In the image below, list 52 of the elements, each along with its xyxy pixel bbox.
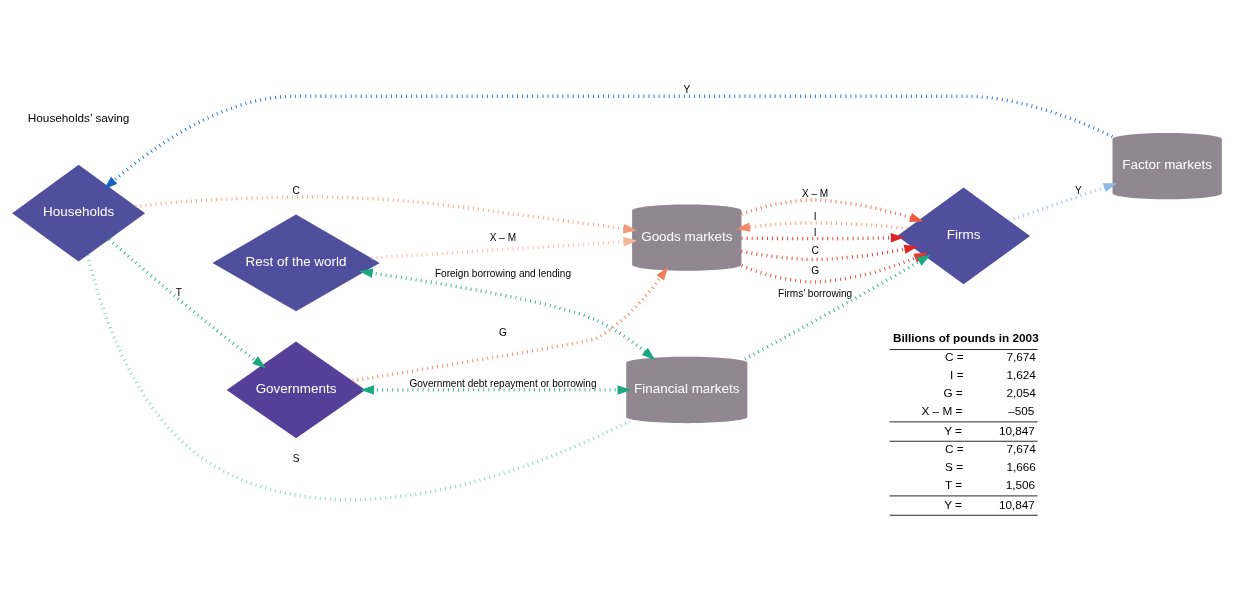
edge-label: Y [683, 83, 691, 95]
label: 1,624 [1006, 367, 1036, 381]
label: 10,847 [998, 423, 1035, 437]
label: C = [945, 349, 964, 363]
label: Y = [944, 423, 963, 437]
label: 1,666 [1006, 459, 1036, 473]
arrow [740, 197, 924, 222]
label: –505 [1008, 403, 1035, 417]
edge-label: I [813, 226, 817, 238]
node-diamond: Households [12, 164, 146, 262]
label: Households’ saving [27, 110, 130, 124]
arrow [736, 220, 908, 232]
edge-label: X – M [489, 231, 517, 243]
label: Billions of pounds in 2003 [892, 330, 1039, 344]
connector [86, 254, 631, 501]
edge-label: X – M [801, 187, 829, 199]
label: T = [945, 477, 963, 491]
edge-label: G [811, 264, 820, 276]
label: 1,506 [1005, 477, 1036, 491]
edge-label: I [813, 210, 817, 222]
label: G = [943, 385, 963, 399]
arrow [359, 268, 656, 360]
label: C = [945, 441, 964, 455]
edge-label: T [175, 286, 182, 298]
edge-label: Foreign borrowing and lending [434, 267, 572, 279]
arrow [135, 194, 637, 233]
arrow [744, 254, 931, 360]
label: 2,054 [1006, 385, 1036, 399]
arrow [741, 252, 928, 284]
arrow [1008, 182, 1117, 222]
edge-label: S [292, 452, 300, 464]
arrow [104, 94, 1114, 189]
label: Y = [944, 497, 963, 511]
edge-label: Y [1075, 184, 1082, 196]
label: X – M = [921, 403, 963, 417]
edge-label: G [499, 326, 507, 338]
edge-label: C [811, 244, 819, 256]
label: 7,674 [1006, 441, 1036, 455]
edge-label: Government debt repayment or borrowing [409, 377, 597, 389]
label: 7,674 [1006, 349, 1036, 363]
label: S = [945, 459, 964, 473]
arrow [741, 244, 918, 261]
edge-label: Firms’ borrowing [778, 287, 853, 299]
arrow [371, 236, 638, 260]
edge-label: C [292, 184, 300, 196]
node-diamond: Governments [226, 341, 366, 438]
label: 10,847 [998, 497, 1035, 511]
arrow [352, 266, 669, 382]
label: I = [950, 367, 964, 381]
node-diamond: Rest of the world [212, 214, 380, 311]
node-diamond: Firms [897, 187, 1031, 284]
arrow [108, 237, 266, 368]
